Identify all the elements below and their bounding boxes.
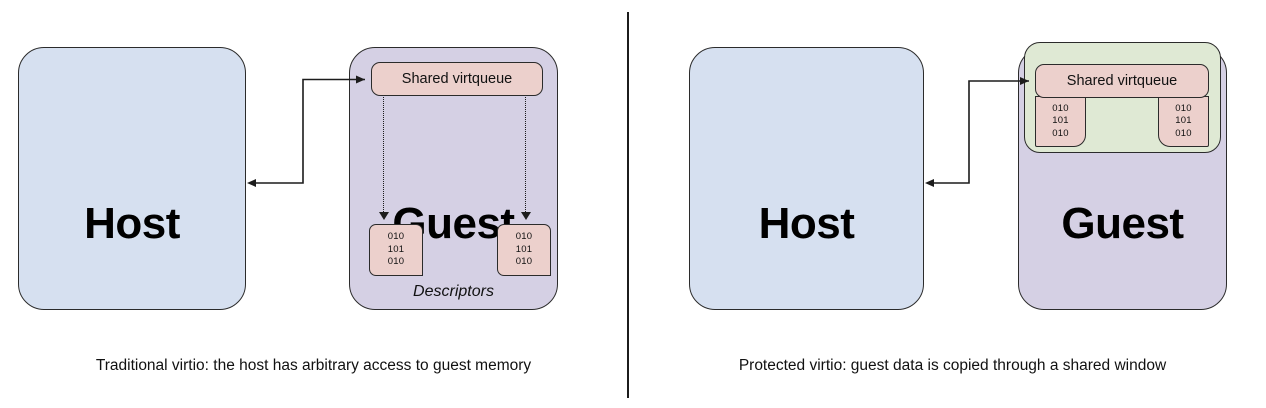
host-guest-arrow-path	[255, 78, 365, 184]
virtqueue-to-descriptor-arrowhead-1	[379, 212, 389, 220]
shared-virtqueue-label: Shared virtqueue	[401, 71, 513, 87]
arrowhead-to-host	[247, 179, 256, 187]
panel-traditional-virtio: Host Guest Shared virtqueue 010 101 010 …	[0, 0, 627, 408]
arrowhead-to-host	[925, 179, 934, 187]
descriptor-bits-line: 010	[387, 256, 405, 268]
descriptor-bits-line: 101	[1175, 115, 1192, 127]
panel-caption-protected: Protected virtio: guest data is copied t…	[738, 357, 1167, 374]
shared-virtqueue-label: Shared virtqueue	[1066, 73, 1178, 89]
arrowhead-to-virtqueue	[356, 75, 365, 84]
descriptor-bits-line: 010	[1175, 127, 1192, 139]
descriptor-bits-line: 101	[1052, 115, 1069, 127]
host-guest-arrow-path	[933, 80, 1029, 184]
descriptor-bits-line: 010	[1175, 102, 1192, 114]
descriptor-bits-line: 010	[1052, 127, 1069, 139]
host-guest-arrow-protected	[925, 77, 1029, 187]
host-label: Host	[84, 199, 180, 248]
shared-virtqueue-protected: Shared virtqueue	[1035, 64, 1209, 98]
panel-protected-virtio: Host Guest 010 101 010 010 101 010 Share…	[639, 0, 1266, 408]
descriptor-box: 010 101 010	[1158, 96, 1209, 147]
arrowhead-to-virtqueue	[1020, 77, 1029, 85]
host-box-traditional: Host	[18, 47, 246, 310]
descriptor-box: 010 101 010	[369, 224, 423, 276]
descriptors-caption: Descriptors	[413, 283, 494, 300]
host-label: Host	[758, 199, 855, 248]
panel-divider	[627, 12, 629, 398]
descriptor-bits-line: 101	[515, 243, 533, 255]
descriptor-bits-line: 010	[1052, 102, 1069, 114]
panel-caption-traditional: Traditional virtio: the host has arbitra…	[95, 357, 532, 374]
descriptor-bits-line: 010	[515, 256, 533, 268]
descriptor-box: 010 101 010	[1035, 96, 1086, 147]
host-box-protected: Host	[689, 47, 924, 310]
virtqueue-to-descriptor-line-1	[383, 97, 384, 214]
shared-virtqueue-traditional: Shared virtqueue	[371, 62, 543, 96]
guest-label: Guest	[1061, 199, 1184, 248]
host-guest-arrow-traditional	[247, 75, 365, 187]
virtqueue-to-descriptor-arrowhead-2	[521, 212, 531, 220]
descriptor-bits-line: 010	[387, 231, 405, 243]
descriptor-bits-line: 010	[515, 231, 533, 243]
descriptor-bits-line: 101	[387, 243, 405, 255]
descriptor-box: 010 101 010	[497, 224, 551, 276]
virtqueue-to-descriptor-line-2	[525, 97, 526, 214]
